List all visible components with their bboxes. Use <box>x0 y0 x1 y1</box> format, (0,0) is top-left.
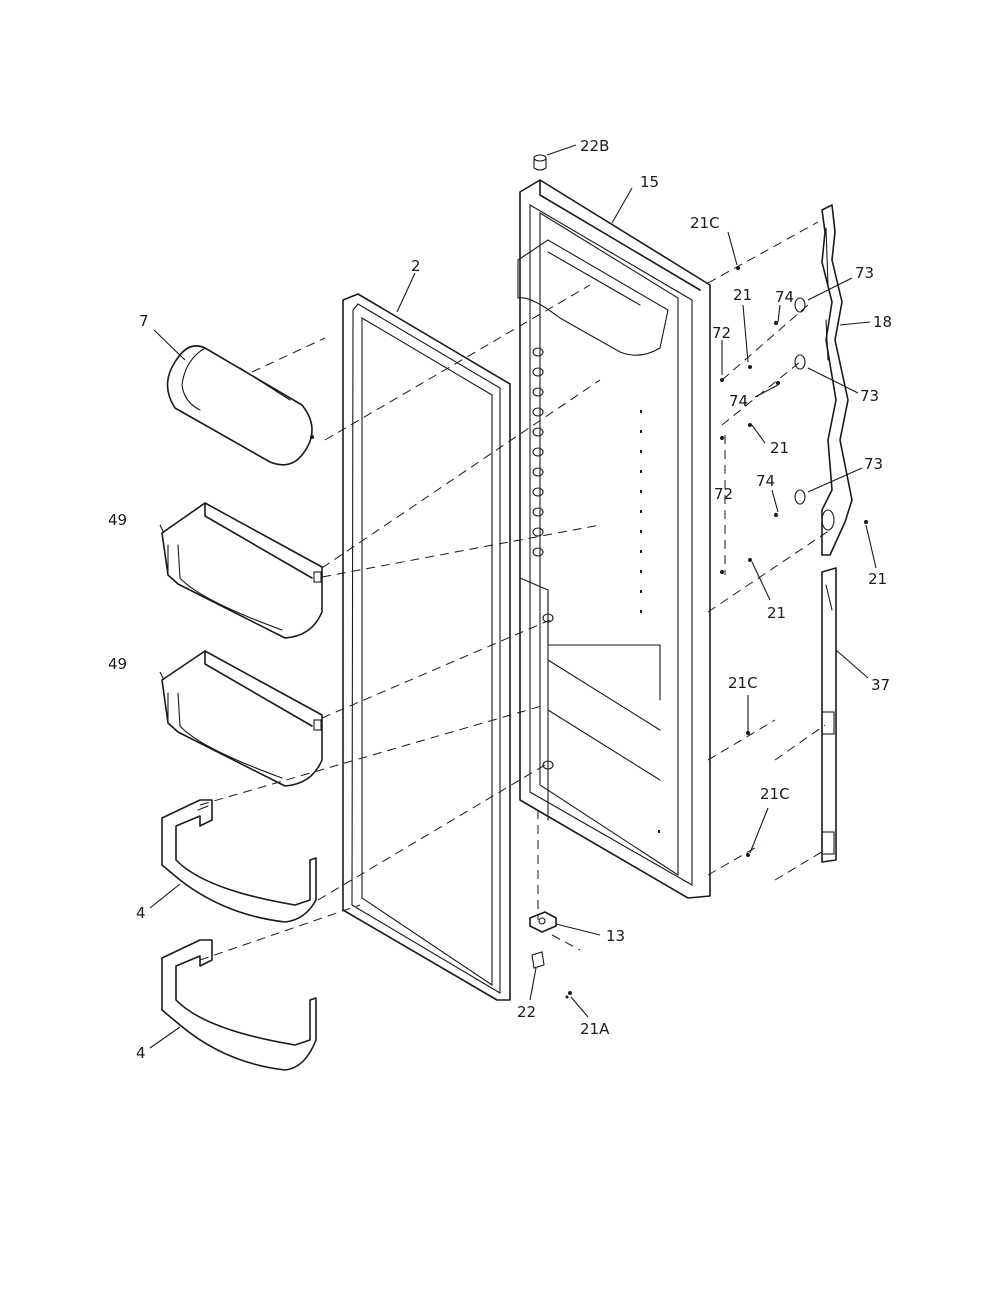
callout-18: 18 <box>873 313 892 331</box>
callout-72-top: 72 <box>712 324 731 342</box>
callout-4-a: 4 <box>136 904 146 922</box>
part-49-bin-lower <box>161 650 323 787</box>
part-21a-screw <box>565 991 572 999</box>
callout-74-low: 74 <box>756 472 775 490</box>
callout-74-top: 74 <box>775 288 794 306</box>
callout-13: 13 <box>606 927 625 945</box>
callout-74-mid: 74 <box>729 392 748 410</box>
callout-21c-top: 21C <box>690 214 720 232</box>
part-4-shelf-upper <box>161 799 317 923</box>
part-4-shelf-lower <box>161 939 317 1071</box>
callout-22: 22 <box>517 1003 536 1021</box>
shelf-pegs <box>532 347 554 770</box>
callout-21c-mid: 21C <box>728 674 758 692</box>
callout-73-mid: 73 <box>860 387 879 405</box>
side-holes <box>640 410 660 833</box>
part-18-handle-upper <box>821 204 853 556</box>
part-22b-cap <box>533 154 547 171</box>
callout-21-b: 21 <box>770 439 789 457</box>
leader-lines <box>149 144 877 1049</box>
callout-21a: 21A <box>580 1020 610 1038</box>
callout-2: 2 <box>411 257 421 275</box>
callout-21-a: 21 <box>733 286 752 304</box>
callout-21-c: 21 <box>767 604 786 622</box>
callout-21c-low: 21C <box>760 785 790 803</box>
callout-15: 15 <box>640 173 659 191</box>
part-15-door-panel <box>517 179 711 899</box>
callout-labels: 22B 15 21C 2 74 73 21 18 7 72 73 74 21 7… <box>108 137 892 1062</box>
callout-73-low: 73 <box>864 455 883 473</box>
callout-7: 7 <box>139 312 149 330</box>
callout-37: 37 <box>871 676 890 694</box>
callout-21-right: 21 <box>868 570 887 588</box>
part-7-cylinder <box>166 345 314 466</box>
fasteners <box>720 266 868 857</box>
part-22-bushing <box>531 951 545 969</box>
callout-22b: 22B <box>580 137 609 155</box>
assembly-lines <box>199 221 831 961</box>
callout-49-a: 49 <box>108 511 127 529</box>
callout-4-b: 4 <box>136 1044 146 1062</box>
callout-49-b: 49 <box>108 655 127 673</box>
callout-72-mid: 72 <box>714 485 733 503</box>
part-49-bin-upper <box>161 502 323 639</box>
part-13-hinge <box>529 911 557 933</box>
part-2-gasket <box>342 293 511 1001</box>
callout-73-top: 73 <box>855 264 874 282</box>
part-37-handle-lower <box>821 567 837 863</box>
